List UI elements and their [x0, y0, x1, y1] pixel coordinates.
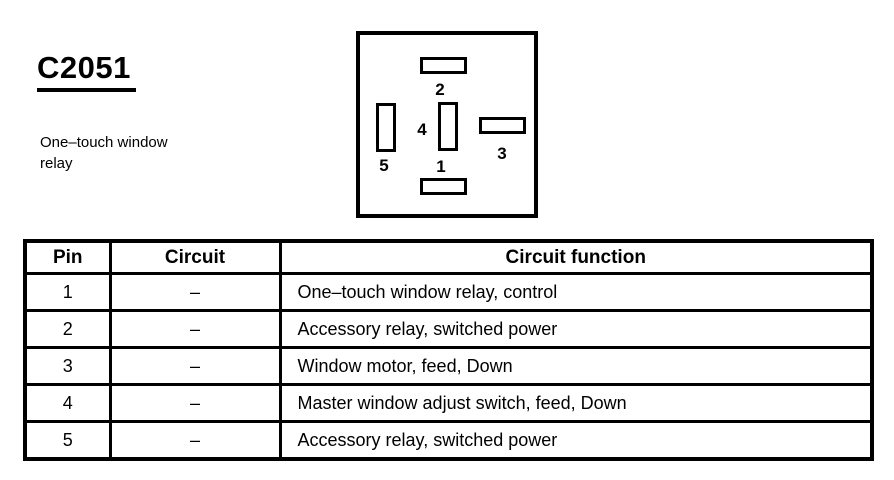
table-row: 5 – Accessory relay, switched power: [23, 420, 874, 461]
pin-1-cavity: [420, 178, 467, 195]
circuit-function-cell: Master window adjust switch, feed, Down: [278, 383, 874, 423]
circuit-column-header: Circuit: [108, 239, 282, 275]
connector-face-diagram: 2 5 4 3 1: [356, 31, 538, 218]
pin-cell: 5: [23, 420, 112, 461]
circuit-function-cell: Window motor, feed, Down: [278, 346, 874, 386]
circuit-function-cell: Accessory relay, switched power: [278, 309, 874, 349]
pin-3-label: 3: [497, 144, 507, 163]
pin-4-cavity: [438, 102, 458, 151]
pin-cell: 1: [23, 272, 112, 312]
circuit-cell: –: [108, 272, 282, 312]
table-row: 1 – One–touch window relay, control: [23, 272, 874, 312]
pin-column-header: Pin: [23, 239, 112, 275]
circuit-cell: –: [108, 309, 282, 349]
connector-id-heading: C2051: [37, 52, 136, 92]
table-row: 4 – Master window adjust switch, feed, D…: [23, 383, 874, 423]
pin-cell: 3: [23, 346, 112, 386]
circuit-cell: –: [108, 420, 282, 461]
pin-5-cavity: [376, 103, 396, 152]
pin-1-label: 1: [436, 157, 446, 176]
table-row: 2 – Accessory relay, switched power: [23, 309, 874, 349]
circuit-function-cell: One–touch window relay, control: [278, 272, 874, 312]
pin-cell: 4: [23, 383, 112, 423]
circuit-cell: –: [108, 383, 282, 423]
pinout-table: Pin Circuit Circuit function 1 – One–tou…: [23, 239, 874, 461]
pin-cell: 2: [23, 309, 112, 349]
circuit-cell: –: [108, 346, 282, 386]
pin-2-cavity: [420, 57, 467, 74]
connector-description: One–touch window relay: [40, 134, 168, 172]
table-header-row: Pin Circuit Circuit function: [23, 239, 874, 275]
circuit-function-column-header: Circuit function: [278, 239, 874, 275]
pin-3-cavity: [479, 117, 526, 134]
pin-2-label: 2: [435, 80, 445, 99]
circuit-function-cell: Accessory relay, switched power: [278, 420, 874, 461]
pin-4-label: 4: [417, 120, 427, 139]
pin-5-label: 5: [379, 156, 389, 175]
table-row: 3 – Window motor, feed, Down: [23, 346, 874, 386]
